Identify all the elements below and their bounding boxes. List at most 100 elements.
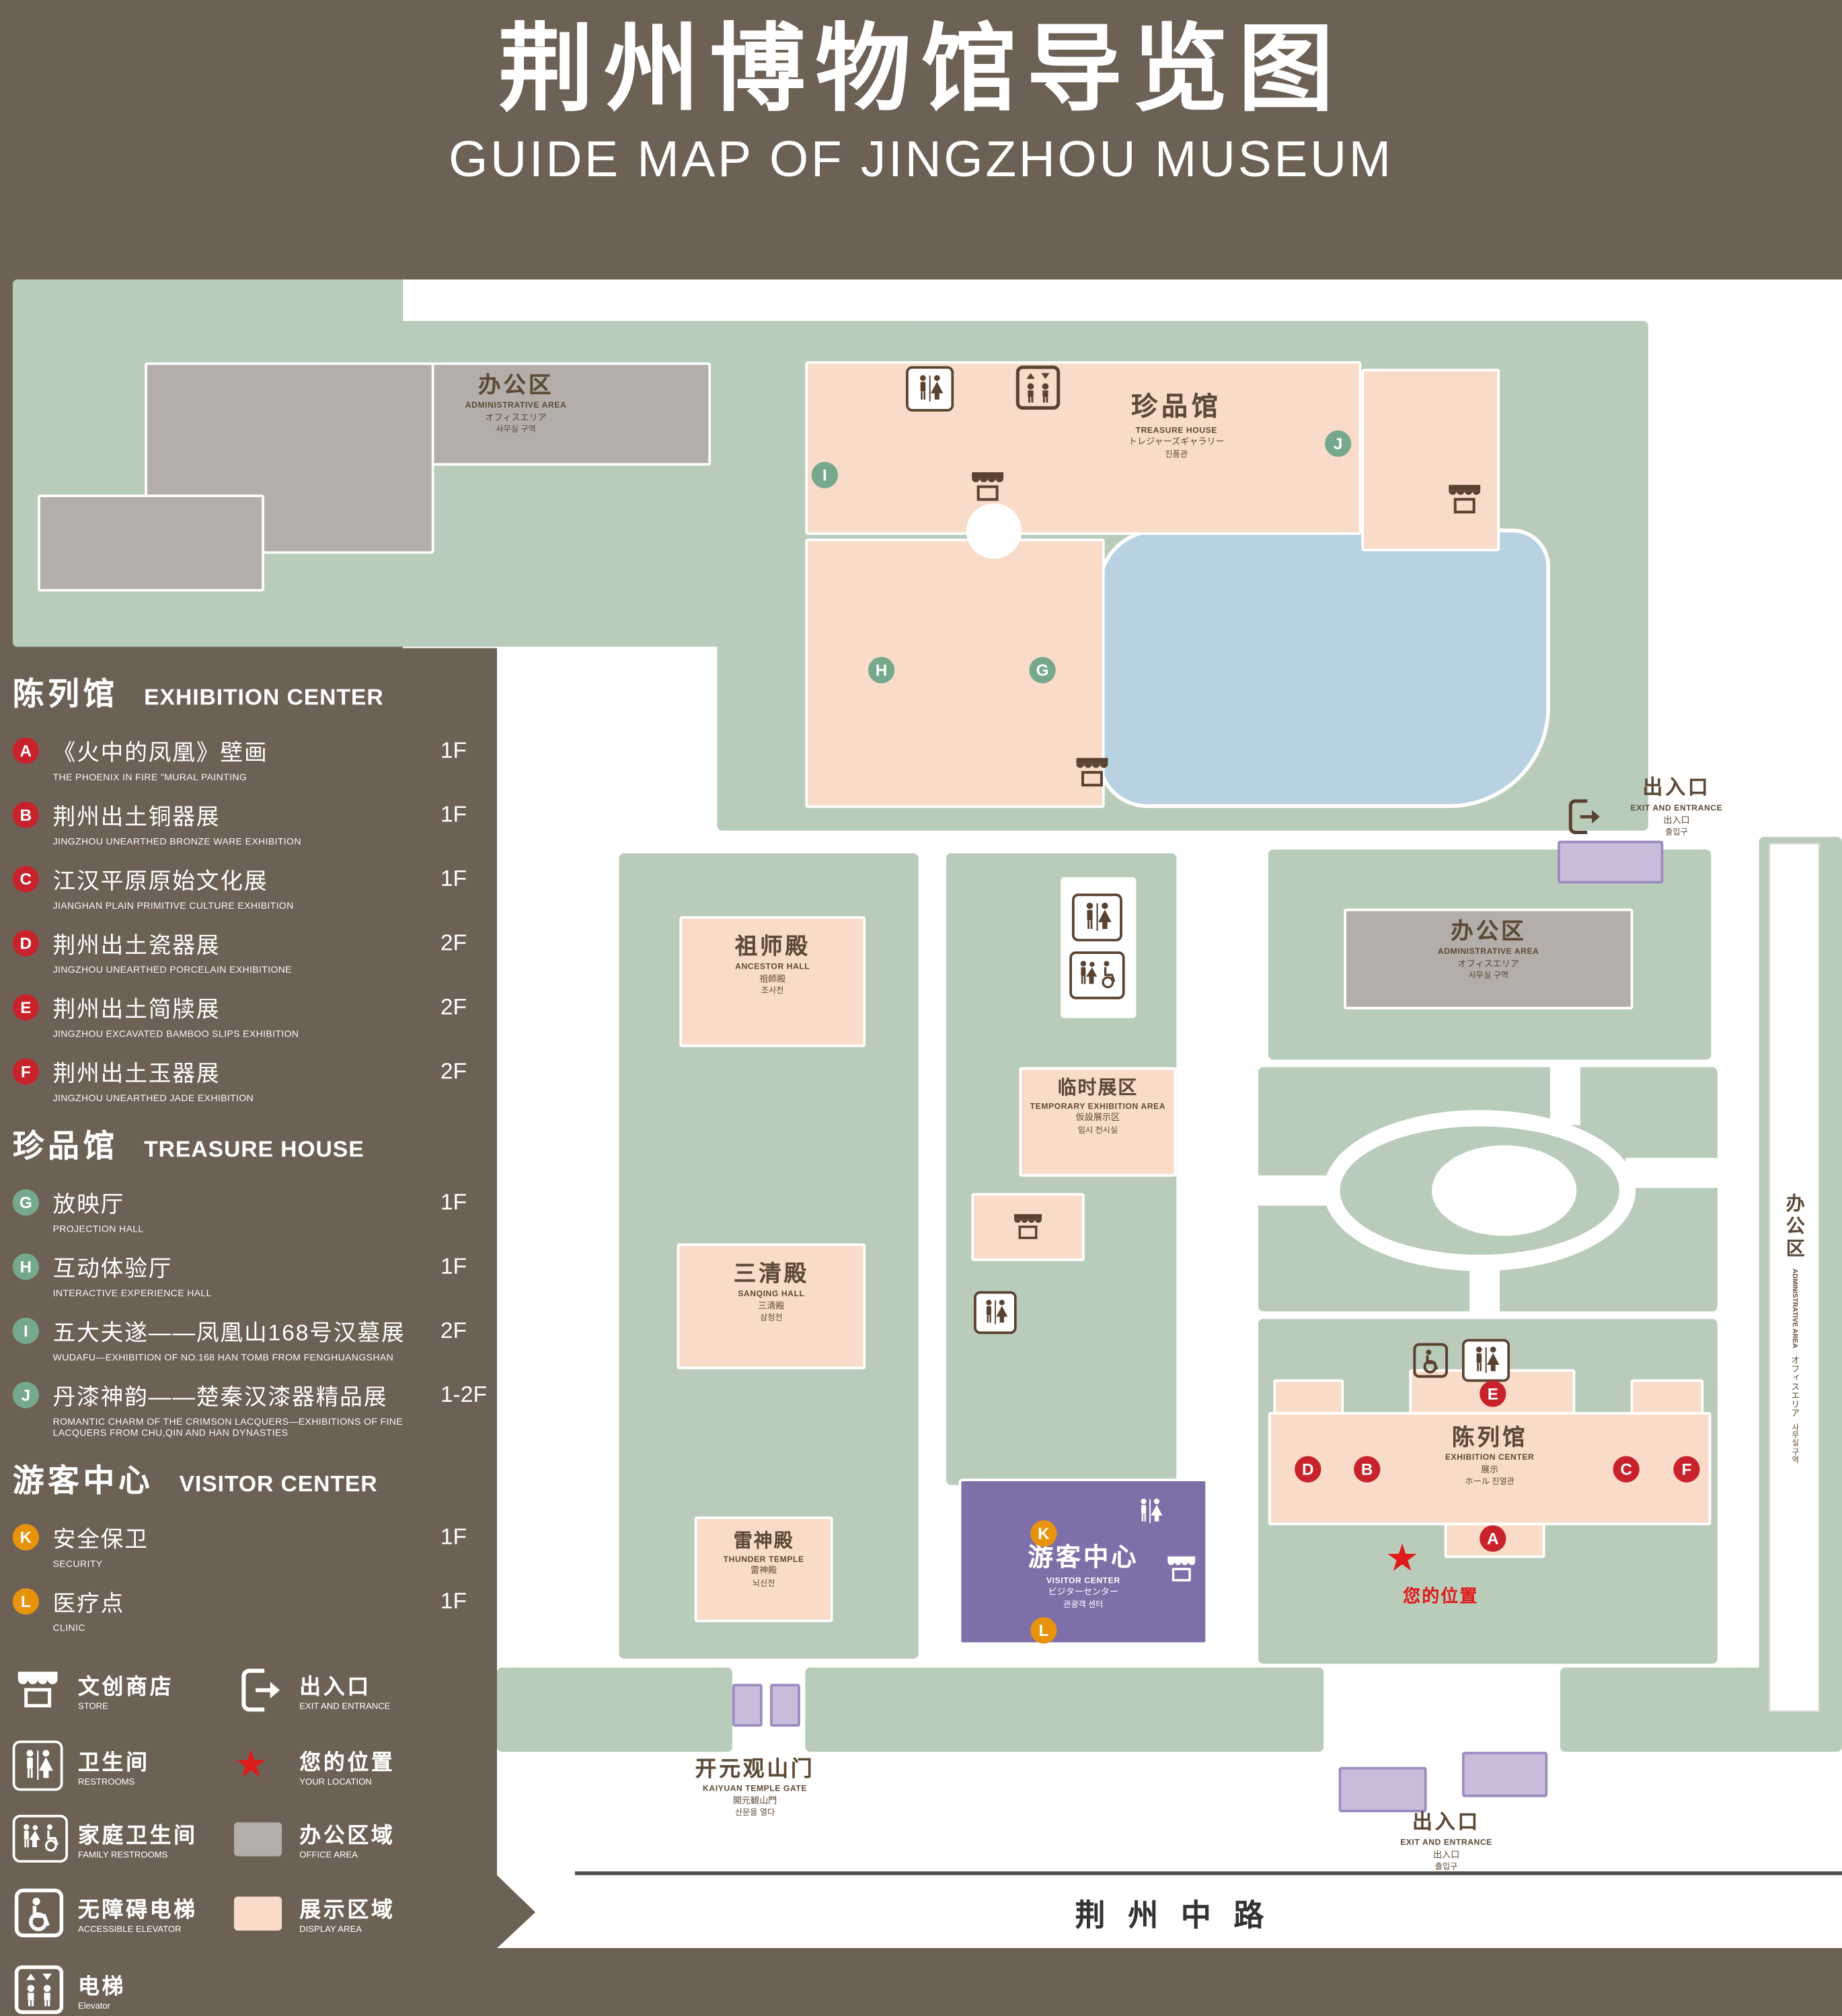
label-temporary-exhibition: 临时展区 TEMPORARY EXHIBITION AREA 仮設展示区 임시 …: [1030, 1077, 1166, 1135]
family-restroom-icon: [1069, 951, 1125, 1000]
legend-marker-e: E: [12, 994, 39, 1021]
your-location-star-icon: ★: [233, 1744, 268, 1786]
floor-badge: 1F: [440, 866, 467, 891]
legend-marker-d: D: [12, 930, 39, 957]
accessible-elevator-icon: [1412, 1341, 1449, 1379]
exit-icon: [1563, 795, 1606, 838]
label-admin-right: 办公区 ADMINISTRATIVE AREA オフィスエリア 사무실 구역: [1438, 918, 1539, 981]
label-exit-top: 出入口 EXIT AND ENTRANCE 出入口 출입구: [1630, 778, 1723, 837]
label-sanqing-hall: 三清殿 SANQING HALL 三清殿 삼청전: [733, 1261, 809, 1323]
map-marker-f: F: [1673, 1456, 1700, 1483]
legend-symbol-office-area: 办公区域 OFFICE AREA: [233, 1815, 493, 1863]
floor-badge: 1F: [440, 1588, 467, 1614]
section-title-en: EXHIBITION CENTER: [144, 684, 384, 710]
building-sanqing-hall: [677, 1243, 866, 1370]
garden-path-east: [1625, 1158, 1718, 1189]
label-visitor-center: 游客中心 VISITOR CENTER ビジターセンター 관광객 센터: [1028, 1544, 1139, 1609]
building-visitor-center: [958, 1479, 1208, 1645]
store-icon: [13, 1665, 78, 1715]
floor-badge: 1F: [440, 737, 467, 763]
map-marker-e: E: [1480, 1380, 1506, 1407]
legend-item-d: D 荆州出土瓷器展 JINGZHOU UNEARTHED PORCELAIN E…: [12, 928, 494, 975]
your-location-star: ★: [1385, 1538, 1420, 1579]
store-icon: [1164, 1552, 1199, 1587]
label-treasure-house: 珍品馆 TREASURE HOUSE トレジャーズギャラリー 진품관: [1128, 392, 1225, 459]
exit-icon: [234, 1664, 299, 1717]
building-entrance-top-right: [1558, 840, 1664, 884]
lawn-bottom-center: [805, 1667, 1324, 1752]
floor-badge: 1F: [440, 1189, 467, 1215]
map-marker-l: L: [1030, 1617, 1057, 1644]
section-title-en: VISITOR CENTER: [179, 1471, 378, 1497]
gate-pier-west: [732, 1684, 763, 1727]
building-admin-top-left-c: [38, 494, 264, 592]
label-exit-bottom: 出入口 EXIT AND ENTRANCE 出入口 출입구: [1400, 1812, 1493, 1871]
building-temporary-exhibition: [1019, 1067, 1177, 1177]
legend-symbol-restrooms: 卫生间 RESTROOMS: [12, 1740, 234, 1791]
family-restroom-icon: [12, 1814, 78, 1863]
legend-marker-k: K: [12, 1524, 39, 1551]
water-pond: [1097, 528, 1550, 809]
building-admin-right: [1344, 908, 1634, 1010]
building-ancestor-hall: [679, 916, 866, 1047]
legend-symbol-accessible-elevator: 无障碍电梯 ACCESSIBLE ELEVATOR: [13, 1886, 234, 1939]
building-entrance-bottom-a: [1338, 1766, 1427, 1813]
map-marker-g: G: [1029, 657, 1056, 683]
legend-marker-l: L: [12, 1588, 39, 1615]
building-admin-strip: [1769, 843, 1820, 1712]
legend-marker-b: B: [12, 801, 39, 829]
legend-item-c: C 江汉平原原始文化展 JIANGHAN PLAIN PRIMITIVE CUL…: [12, 863, 494, 911]
store-icon: [1010, 1209, 1045, 1244]
legend-symbol-exit: 出入口 EXIT AND ENTRANCE: [234, 1664, 493, 1717]
floor-badge: 2F: [440, 930, 467, 956]
legend-item-j: J 丹漆神韵——楚秦汉漆器精品展 ROMANTIC CHARM OF THE C…: [12, 1380, 494, 1438]
section-title-zh: 陈列馆: [12, 677, 118, 712]
map-marker-j: J: [1325, 430, 1352, 457]
restroom-icon: [974, 1291, 1017, 1335]
building-exhibition-tab-ne: [1630, 1379, 1704, 1417]
guide-map-poster: 荆州博物馆导览图 GUIDE MAP OF JINGZHOU MUSEUM: [12, 16, 1842, 1970]
your-location-label: 您的位置: [1403, 1585, 1479, 1606]
legend-marker-j: J: [12, 1382, 39, 1409]
floor-badge: 1F: [440, 1253, 467, 1279]
page-title: 荆州博物馆导览图: [498, 16, 1344, 124]
label-ancestor-hall: 祖师殿 ANCESTOR HALL 祖師殿 조사전: [734, 934, 810, 996]
building-treasure-south: [805, 538, 1105, 809]
road: 荆州中路: [497, 1875, 1842, 1949]
legend-item-l: L 医疗点 CLINIC 1F: [12, 1585, 494, 1633]
label-exhibition-center: 陈列馆 EXHIBITION CENTER 展示 ホール 진열관: [1445, 1424, 1535, 1487]
floor-badge: 1F: [440, 801, 467, 827]
label-admin-top-left: 办公区 ADMINISTRATIVE AREA オフィスエリア 사무실 구역: [465, 372, 567, 435]
garden-path-west: [1258, 1175, 1339, 1206]
map-marker-d: D: [1295, 1456, 1321, 1483]
floor-badge: 2F: [440, 1317, 467, 1343]
legend-section-treasure-house: 珍品馆 TREASURE HOUSE: [13, 1121, 494, 1166]
legend-item-g: G 放映厅 PROJECTION HALL 1F: [12, 1187, 494, 1234]
restroom-icon: [12, 1740, 78, 1791]
restroom-icon: [1461, 1339, 1510, 1382]
legend-item-b: B 荆州出土铜器展 JINGZHOU UNEARTHED BRONZE WARE…: [12, 799, 494, 847]
elevator-icon: [1014, 364, 1062, 412]
office-area-swatch: [233, 1822, 299, 1856]
store-icon: [1445, 480, 1485, 520]
legend-item-h: H 互动体验厅 INTERACTIVE EXPERIENCE HALL 1F: [12, 1251, 494, 1299]
garden-path-north: [1549, 1067, 1580, 1125]
map-marker-a: A: [1480, 1525, 1506, 1552]
building-admin-top-left-b: [145, 362, 434, 554]
restroom-icon: [1134, 1495, 1167, 1528]
map-marker-i: I: [811, 461, 839, 488]
legend-symbol-store: 文创商店 STORE: [13, 1664, 234, 1717]
round-plaza: [966, 503, 1022, 559]
label-admin-strip: 办公区 ADMINISTRATIVE AREA オフィスエリア 사무실 구역: [1783, 1193, 1805, 1464]
label-kaiyuan-gate: 开元观山门 KAIYUAN TEMPLE GATE 開元観山門 산문을 열다: [695, 1756, 815, 1818]
building-shop: [971, 1193, 1085, 1261]
floor-badge: 1F: [440, 1524, 467, 1550]
floor-badge: 2F: [440, 994, 467, 1020]
accessible-elevator-icon: [13, 1886, 78, 1939]
map-marker-b: B: [1354, 1456, 1381, 1483]
floor-badge: 2F: [440, 1058, 467, 1084]
legend-section-exhibition-center: 陈列馆 EXHIBITION CENTER: [13, 669, 494, 714]
legend-marker-a: A: [12, 737, 39, 764]
display-area-swatch: [233, 1896, 299, 1931]
garden-path-south: [1469, 1256, 1500, 1312]
